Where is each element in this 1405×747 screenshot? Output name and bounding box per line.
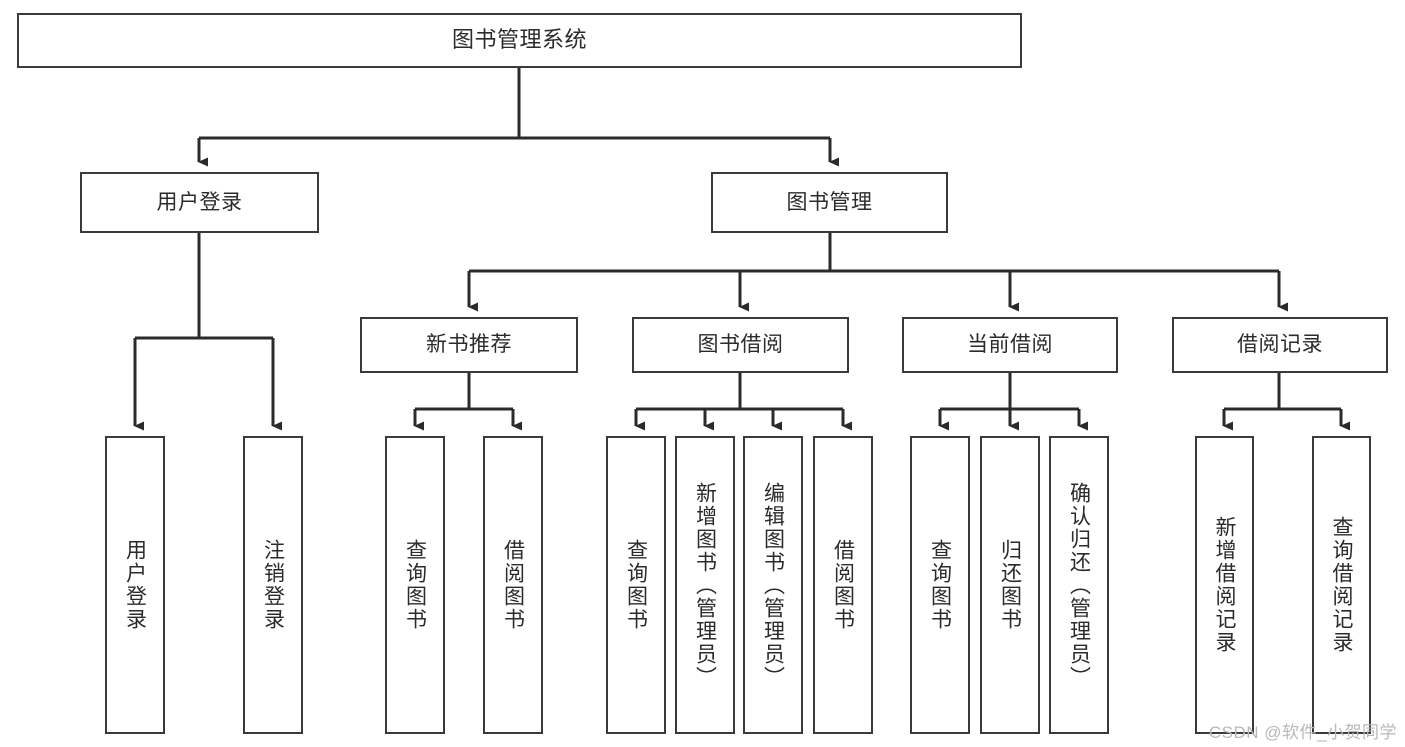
node-root-system-label: 图书管理系统 xyxy=(451,27,587,53)
node-leaf-borrow-book-1-label: 借阅图书 xyxy=(501,539,525,631)
node-leaf-confirm-return[interactable]: 确认归还（管理员） xyxy=(1049,436,1109,734)
node-leaf-return-book-label: 归还图书 xyxy=(998,539,1022,631)
node-leaf-logout-label: 注销登录 xyxy=(261,539,285,631)
node-new-book-recommend[interactable]: 新书推荐 xyxy=(360,317,578,373)
node-root-system[interactable]: 图书管理系统 xyxy=(17,13,1022,68)
node-leaf-add-book-label: 新增图书（管理员） xyxy=(693,481,717,689)
node-leaf-user-login[interactable]: 用户登录 xyxy=(105,436,165,734)
node-leaf-add-record-label: 新增借阅记录 xyxy=(1213,516,1236,654)
node-leaf-query-record[interactable]: 查询借阅记录 xyxy=(1312,436,1371,734)
node-leaf-return-book[interactable]: 归还图书 xyxy=(980,436,1040,734)
node-book-manage[interactable]: 图书管理 xyxy=(711,172,948,233)
node-leaf-add-record[interactable]: 新增借阅记录 xyxy=(1195,436,1254,734)
node-leaf-query-book-2-label: 查询图书 xyxy=(624,539,648,631)
node-leaf-edit-book[interactable]: 编辑图书（管理员） xyxy=(743,436,803,734)
node-borrow-record[interactable]: 借阅记录 xyxy=(1172,317,1388,373)
node-current-borrow-label: 当前借阅 xyxy=(967,333,1053,357)
node-user-login-label: 用户登录 xyxy=(156,190,243,214)
node-book-borrow-label: 图书借阅 xyxy=(697,333,784,357)
node-leaf-query-book-1-label: 查询图书 xyxy=(403,539,427,631)
node-leaf-logout[interactable]: 注销登录 xyxy=(243,436,303,734)
node-new-book-recommend-label: 新书推荐 xyxy=(426,333,512,357)
node-leaf-borrow-book-2[interactable]: 借阅图书 xyxy=(813,436,873,734)
node-leaf-borrow-book-1[interactable]: 借阅图书 xyxy=(483,436,543,734)
node-leaf-edit-book-label: 编辑图书（管理员） xyxy=(761,481,785,689)
csdn-watermark: CSDN @软件_小贺同学 xyxy=(1208,723,1397,742)
node-book-manage-label: 图书管理 xyxy=(786,190,873,214)
node-user-login[interactable]: 用户登录 xyxy=(80,172,319,233)
node-leaf-borrow-book-2-label: 借阅图书 xyxy=(831,539,855,631)
node-leaf-add-book[interactable]: 新增图书（管理员） xyxy=(675,436,735,734)
node-leaf-query-book-3-label: 查询图书 xyxy=(928,539,952,631)
node-leaf-query-record-label: 查询借阅记录 xyxy=(1330,516,1353,654)
node-leaf-query-book-1[interactable]: 查询图书 xyxy=(385,436,445,734)
node-borrow-record-label: 借阅记录 xyxy=(1237,333,1323,357)
node-leaf-user-login-label: 用户登录 xyxy=(123,539,147,631)
node-leaf-query-book-3[interactable]: 查询图书 xyxy=(910,436,970,734)
node-leaf-query-book-2[interactable]: 查询图书 xyxy=(606,436,666,734)
node-book-borrow[interactable]: 图书借阅 xyxy=(632,317,849,373)
node-current-borrow[interactable]: 当前借阅 xyxy=(902,317,1118,373)
node-leaf-confirm-return-label: 确认归还（管理员） xyxy=(1067,481,1091,689)
